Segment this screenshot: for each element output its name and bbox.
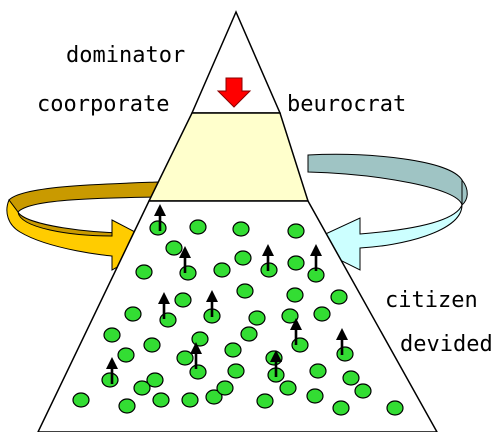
pyramid-base-tier xyxy=(37,200,438,432)
black-up-arrow-icon xyxy=(336,328,348,355)
citizen-dot xyxy=(117,347,135,363)
citizen-dot xyxy=(309,363,327,379)
citizen-label: citizen xyxy=(385,288,478,313)
citizen-dot xyxy=(256,393,274,409)
citizen-dot xyxy=(205,389,223,405)
devided-label: devided xyxy=(400,332,493,357)
citizen-dot xyxy=(291,337,309,353)
citizen-dot xyxy=(232,221,250,237)
black-up-arrow-icon xyxy=(106,357,118,384)
citizen-dot xyxy=(332,400,350,416)
black-up-arrow-icon xyxy=(206,290,218,317)
citizen-dot xyxy=(354,383,372,399)
citizen-dot xyxy=(72,392,90,408)
coorporate-label: coorporate xyxy=(37,92,169,117)
citizens-group xyxy=(72,219,404,416)
black-up-arrow-icon xyxy=(310,244,322,271)
citizen-dot xyxy=(181,392,199,408)
citizen-dot xyxy=(149,220,167,236)
citizen-dot xyxy=(330,289,348,305)
citizen-dot xyxy=(191,331,209,347)
citizen-dot xyxy=(313,306,331,322)
citizen-dot xyxy=(133,380,151,396)
citizen-dot xyxy=(224,342,242,358)
citizen-dot xyxy=(143,337,161,353)
citizen-dot xyxy=(281,308,299,324)
citizen-dot xyxy=(279,380,297,396)
citizen-dot xyxy=(165,240,183,256)
citizen-dot xyxy=(118,398,136,414)
citizen-dot xyxy=(342,370,360,386)
black-up-arrow-icon xyxy=(158,292,170,319)
black-up-arrow-icon xyxy=(262,244,274,271)
citizen-dot xyxy=(159,312,177,328)
citizen-dot xyxy=(306,388,324,404)
black-up-arrow-icon xyxy=(190,342,202,369)
citizen-dot xyxy=(386,400,404,416)
citizen-dot xyxy=(174,292,192,308)
citizen-dot xyxy=(146,372,164,388)
citizen-dot xyxy=(236,283,254,299)
citizen-dot xyxy=(135,264,153,280)
red-down-arrow-icon xyxy=(216,77,252,108)
pyramid xyxy=(37,10,438,432)
citizen-dot xyxy=(227,363,245,379)
citizen-dot xyxy=(216,380,234,396)
citizen-dot xyxy=(189,364,207,380)
up-arrows-group xyxy=(106,204,348,384)
citizen-dot xyxy=(152,392,170,408)
pyramid-middle-tier xyxy=(147,112,310,202)
citizen-dot xyxy=(248,310,266,326)
citizen-dot xyxy=(286,287,304,303)
citizen-dot xyxy=(287,223,305,239)
citizen-dot xyxy=(336,346,354,362)
black-up-arrow-icon xyxy=(290,318,302,345)
citizen-dot xyxy=(240,326,258,342)
black-up-arrow-icon xyxy=(270,350,282,377)
beurocrat-label: beurocrat xyxy=(287,92,406,117)
citizen-dot xyxy=(124,306,142,322)
citizen-dot xyxy=(287,255,305,271)
citizen-dot xyxy=(176,350,194,366)
citizen-dot xyxy=(234,250,252,266)
black-up-arrow-icon xyxy=(179,246,191,273)
citizen-dot xyxy=(101,372,119,388)
dominator-label: dominator xyxy=(66,43,185,68)
citizen-dot xyxy=(103,327,121,343)
black-up-arrow-icon xyxy=(154,204,166,231)
citizen-dot xyxy=(213,262,231,278)
citizen-dot xyxy=(189,219,207,235)
citizen-dot xyxy=(179,265,197,281)
